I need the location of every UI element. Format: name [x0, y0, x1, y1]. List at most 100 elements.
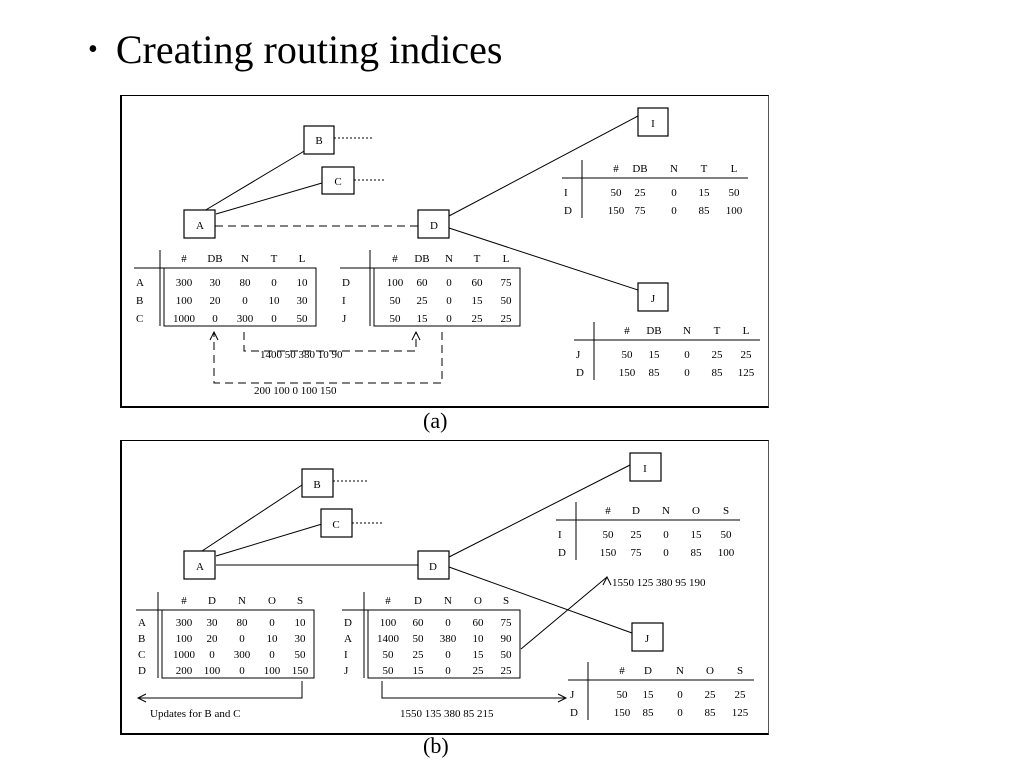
table-cell: 50: [383, 649, 395, 661]
table-cell: 80: [237, 617, 249, 629]
table-header-cell: L: [743, 325, 750, 337]
table-row-key: B: [138, 633, 145, 645]
table-cell: 30: [297, 295, 309, 307]
table-cell: 1400: [377, 633, 400, 645]
table-header-cell: L: [731, 163, 738, 175]
table-cell: 15: [643, 689, 655, 701]
table-row-key: D: [344, 617, 352, 629]
node-a-label: A: [196, 561, 204, 573]
table-row-key: D: [576, 367, 584, 379]
node-j: J: [631, 622, 664, 652]
table-header-cell: #: [613, 163, 619, 175]
table-cell: 50: [295, 649, 307, 661]
table-cell: 100: [176, 295, 193, 307]
table-row-key: D: [342, 277, 350, 289]
table-cell: 25: [735, 689, 747, 701]
node-c: C: [320, 508, 353, 538]
edge-d-j: [448, 227, 639, 291]
table-cell: 0: [271, 313, 277, 325]
node-j: J: [637, 282, 669, 312]
table-cell: 30: [210, 277, 222, 289]
table-cell: 10: [269, 295, 281, 307]
table-cell: 85: [691, 547, 703, 559]
table-cell: 1000: [173, 649, 196, 661]
table-header-cell: S: [503, 595, 509, 607]
table-cell: 15: [473, 649, 485, 661]
table-cell: 50: [297, 313, 309, 325]
table-cell: 25: [472, 313, 484, 325]
table-cell: 0: [446, 295, 452, 307]
edge-d-i: [448, 115, 639, 217]
table-header-cell: N: [241, 253, 249, 265]
slide-title: Creating routing indices: [115, 27, 503, 72]
table-cell: 150: [614, 707, 631, 719]
table-cell: 0: [269, 649, 275, 661]
node-i: I: [629, 452, 662, 482]
table-header-cell: T: [701, 163, 708, 175]
table-cell: 0: [677, 689, 683, 701]
table-header-cell: O: [268, 595, 276, 607]
table-cell: 50: [501, 649, 513, 661]
table-cell: 25: [417, 295, 429, 307]
update-path-to-j: [381, 681, 566, 699]
table-row-key: C: [136, 313, 143, 325]
table-cell: 10: [267, 633, 279, 645]
table-row-key: D: [558, 547, 566, 559]
update-message-to-a: 200 100 0 100 150: [254, 385, 337, 397]
node-b: B: [301, 468, 334, 498]
table-cell: 0: [239, 665, 245, 677]
table-cell: 0: [269, 617, 275, 629]
table-row-key: C: [138, 649, 145, 661]
table-header-cell: O: [474, 595, 482, 607]
table-cell: 50: [622, 349, 634, 361]
table-cell: 0: [684, 367, 690, 379]
table-cell: 100: [718, 547, 735, 559]
table-cell: 300: [176, 617, 193, 629]
caption-b: (b): [423, 733, 449, 758]
table-cell: 15: [472, 295, 484, 307]
arrowhead-to-d: [411, 330, 421, 341]
table-cell: 75: [501, 617, 513, 629]
table-cell: 0: [684, 349, 690, 361]
table-cell: 30: [207, 617, 219, 629]
table-cell: 150: [292, 665, 309, 677]
table-cell: 60: [413, 617, 425, 629]
table-value-box: [367, 609, 521, 679]
table-cell: 150: [619, 367, 636, 379]
update-message-to-d: 1400 50 380 10 90: [260, 349, 343, 361]
table-value-box: [161, 609, 315, 679]
table-header-cell: D: [414, 595, 422, 607]
table-row-key: I: [344, 649, 348, 661]
table-header-cell: #: [392, 253, 398, 265]
node-d-label: D: [429, 561, 437, 573]
table-cell: 50: [390, 313, 402, 325]
table-header-cell: DB: [207, 253, 222, 265]
table-cell: 50: [729, 187, 741, 199]
table-cell: 100: [726, 205, 743, 217]
table-cell: 60: [417, 277, 429, 289]
edge-a-b: [198, 149, 307, 215]
update-message-to-i: 1550 125 380 95 190: [612, 577, 706, 589]
table-cell: 85: [643, 707, 655, 719]
node-i-label: I: [651, 118, 655, 130]
table-cell: 50: [611, 187, 623, 199]
table-cell: 50: [721, 529, 733, 541]
table-cell: 85: [699, 205, 711, 217]
node-c-label: C: [332, 519, 339, 531]
table-cell: 50: [383, 665, 395, 677]
table-cell: 85: [712, 367, 724, 379]
table-header-cell: S: [297, 595, 303, 607]
table-cell: 25: [473, 665, 485, 677]
table-header-cell: #: [385, 595, 391, 607]
table-header-cell: D: [632, 505, 640, 517]
table-cell: 300: [234, 649, 251, 661]
updates-for-b-c-label: Updates for B and C: [150, 708, 240, 720]
edge-a-b: [198, 484, 303, 554]
